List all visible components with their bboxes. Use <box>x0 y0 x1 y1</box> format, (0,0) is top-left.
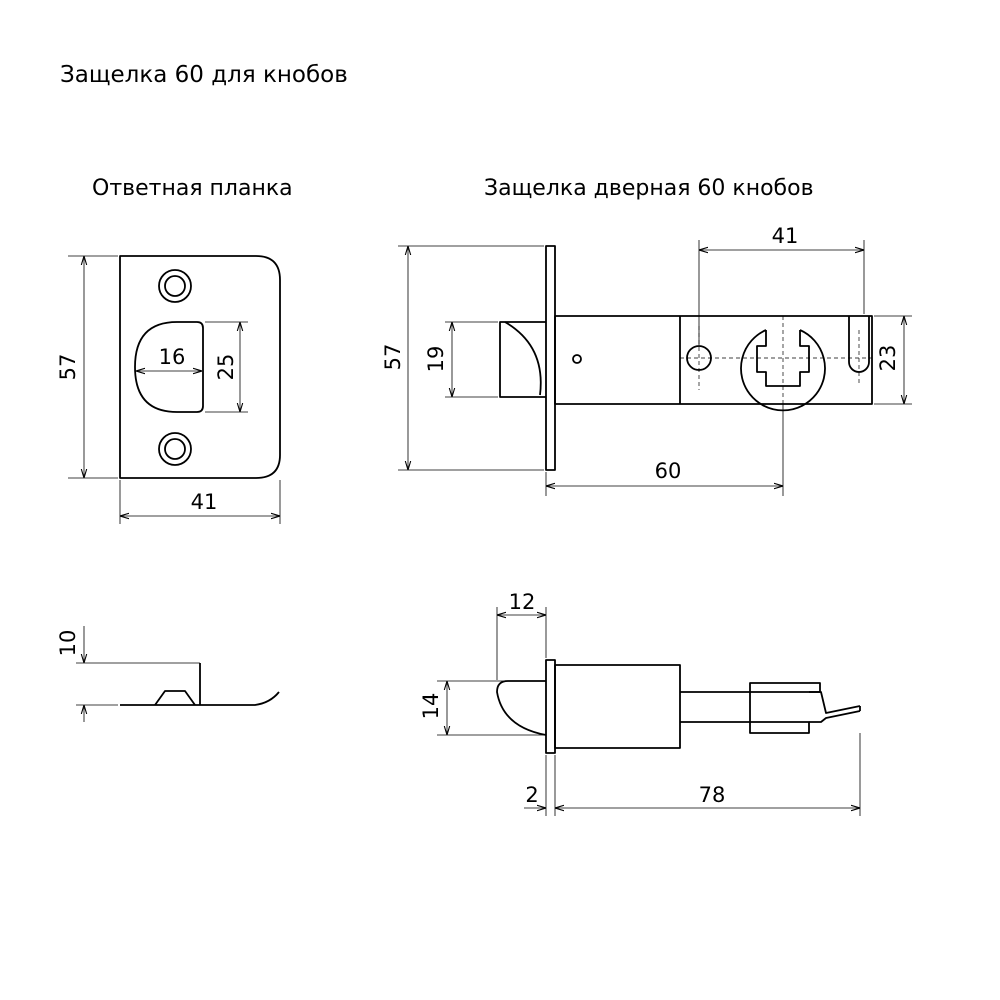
strike-slot <box>134 321 204 413</box>
dim-body-height: 23 <box>874 315 912 405</box>
latch-body <box>554 315 873 405</box>
strike-plate-heading: Ответная планка <box>92 176 293 201</box>
dim-strike-height-label: 57 <box>56 354 80 381</box>
latch-cam <box>740 329 826 412</box>
strike-screw-hole-top <box>158 269 192 303</box>
strike-plate-view: Ответная планка 57 41 <box>56 176 293 524</box>
dim-bolt-projection-label: 12 <box>509 590 536 614</box>
latch-small-hole <box>572 354 582 364</box>
page-title: Защелка 60 для кнобов <box>60 62 348 88</box>
dim-body-height-label: 23 <box>876 345 900 372</box>
strike-plate-outline <box>119 255 281 479</box>
dim-backset-label: 60 <box>655 459 682 483</box>
strike-screw-hole-bottom <box>158 432 192 466</box>
dim-bolt-projection: 12 <box>496 590 547 680</box>
latch-side-view: 12 14 2 78 <box>419 590 861 816</box>
dim-bolt-height-label: 19 <box>424 346 448 373</box>
dim-bolt-side: 14 <box>419 680 544 736</box>
dim-plate-height-label: 57 <box>381 344 405 371</box>
dim-total-length: 78 <box>555 733 861 816</box>
latch-heading: Защелка дверная 60 кнобов <box>484 176 814 201</box>
latch-bolt <box>499 321 546 398</box>
dim-strike-thickness: 10 <box>56 626 200 722</box>
dim-plate-thickness-label: 2 <box>525 783 538 807</box>
latch-side-body <box>554 664 681 749</box>
dim-strike-width-label: 41 <box>191 490 218 514</box>
strike-plate-side-view: 10 <box>56 626 280 722</box>
dim-bolt-height: 19 <box>424 321 498 398</box>
dim-bolt-side-label: 14 <box>419 693 443 720</box>
dim-slot-height: 25 <box>205 321 248 413</box>
dim-cam-span: 41 <box>698 224 865 345</box>
latch-side-plate <box>545 659 556 754</box>
latch-side-bolt <box>496 680 547 736</box>
latch-side-cam <box>749 682 821 734</box>
dim-strike-height: 57 <box>56 255 118 479</box>
dim-slot-width: 16 <box>136 345 202 371</box>
dim-strike-thickness-label: 10 <box>56 630 80 657</box>
dim-plate-thickness: 2 <box>524 755 556 816</box>
dim-plate-height: 57 <box>381 245 544 471</box>
latch-front-view: Защелка дверная 60 кнобов 57 <box>381 176 912 496</box>
dim-backset: 60 <box>545 404 784 496</box>
latch-face-plate <box>545 245 556 471</box>
dim-strike-width: 41 <box>119 480 281 524</box>
dim-total-length-label: 78 <box>699 783 726 807</box>
dim-cam-span-label: 41 <box>772 224 799 248</box>
strike-side-profile <box>120 691 280 706</box>
dim-slot-height-label: 25 <box>214 354 238 381</box>
dim-slot-width-label: 16 <box>159 345 186 369</box>
